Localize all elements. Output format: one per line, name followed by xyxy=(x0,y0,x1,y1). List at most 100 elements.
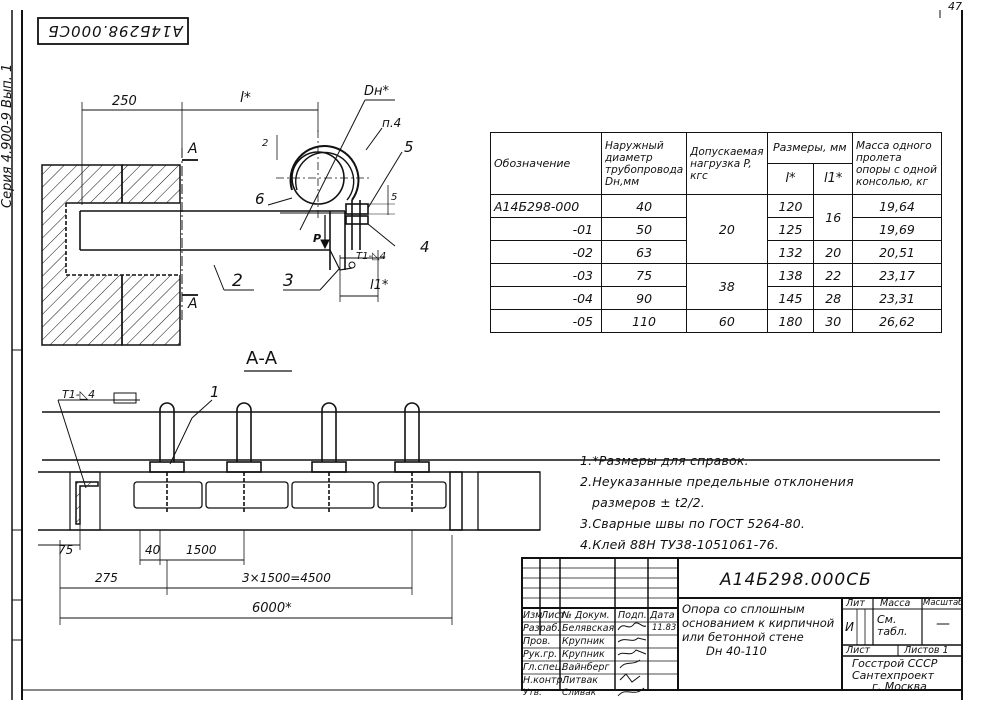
dim-l: l* xyxy=(240,90,251,106)
sheets-label: Листов 1 xyxy=(904,645,949,656)
main-view xyxy=(41,99,403,346)
role-rukgr: Рук.гр. xyxy=(523,649,558,660)
dim-275: 275 xyxy=(95,571,118,585)
name-line: основанием к кирпичной xyxy=(682,616,835,630)
scale-value: — xyxy=(936,616,950,632)
cell-l: 145 xyxy=(766,286,815,310)
weld-label-top: Т1-◺4 xyxy=(356,251,387,262)
cell-load: 20 xyxy=(686,194,768,264)
cell-mass: 26,62 xyxy=(852,309,942,333)
col-sign: Подп. xyxy=(618,610,647,621)
table-row: -05 110 60 180 30 26,62 xyxy=(490,309,942,333)
title-block-grid xyxy=(521,557,963,691)
section-mark-a-top: А xyxy=(188,141,198,157)
col-doc: № Докум. xyxy=(562,610,610,621)
cell-load: 38 xyxy=(686,263,768,310)
role-utv: Утв. xyxy=(523,688,542,698)
org-line: Сантехпроект xyxy=(852,668,935,682)
dim-l1: l1* xyxy=(370,278,389,293)
series-label: Серия 4.900-9 Вып. 1 xyxy=(0,63,15,208)
cell-designation: -04 xyxy=(490,286,602,310)
cell-mass: 23,17 xyxy=(852,263,942,287)
cell-designation: -05 xyxy=(490,309,602,333)
dim-6000: 6000* xyxy=(252,601,292,616)
header-designation: Обозначение xyxy=(490,132,602,195)
cell-l: 138 xyxy=(766,263,815,287)
section-title: А-А xyxy=(246,348,278,369)
cell-diameter: 50 xyxy=(600,217,688,241)
cell-diameter: 90 xyxy=(600,286,688,310)
cell-mass: 19,64 xyxy=(852,194,942,218)
cell-l1: 30 xyxy=(813,309,853,333)
header-sizes: Размеры, мм xyxy=(766,132,854,164)
name-line: Опора со сплошным xyxy=(682,602,805,616)
dim-5: 5 xyxy=(391,192,398,203)
cell-designation: А14Б298-000 xyxy=(490,194,602,218)
cell-l1: 20 xyxy=(813,240,853,264)
name-line: или бетонной стене xyxy=(682,630,804,644)
note-2-cont: размеров ± t2/2. xyxy=(592,495,705,510)
dim-2: 2 xyxy=(262,138,269,149)
table-row: -01 50 125 19,69 xyxy=(490,217,942,241)
date-razrab: 11.83 xyxy=(652,623,677,633)
name-nkontr: Литвак xyxy=(562,675,599,686)
callout-1: 1 xyxy=(210,383,220,401)
header-l: l* xyxy=(766,163,815,195)
scale-label: Масштаб xyxy=(923,598,964,608)
notes: 1.*Размеры для справок. 2.Неуказанные пр… xyxy=(580,450,854,555)
cell-designation: -03 xyxy=(490,263,602,287)
header-outer-diameter: Наружный диаметр трубопровода Dн,мм xyxy=(600,132,688,195)
cell-l: 180 xyxy=(766,309,815,333)
dim-dn: Dн* xyxy=(364,84,390,99)
cell-load: 60 xyxy=(686,309,768,333)
section-view xyxy=(38,370,940,625)
note-4: 4.Клей 88Н ТУ38-1051061-76. xyxy=(580,537,779,552)
header-l1: l1* xyxy=(813,163,853,195)
cell-mass: 20,51 xyxy=(852,240,942,264)
callout-3: 3 xyxy=(283,271,294,291)
cell-l: 132 xyxy=(766,240,815,264)
note-2: 2.Неуказанные предельные отклонения xyxy=(580,474,854,489)
dim-75: 75 xyxy=(58,543,74,557)
col-izm: Изм xyxy=(523,610,543,621)
cell-diameter: 75 xyxy=(600,263,688,287)
lit-value: И xyxy=(845,620,854,634)
header-mass: Масса одного пролета опоры с одной консо… xyxy=(852,132,942,195)
callout-6: 6 xyxy=(255,190,265,208)
name-line: Dн 40-110 xyxy=(706,644,767,658)
col-date: Дата xyxy=(650,610,675,621)
cell-diameter: 63 xyxy=(600,240,688,264)
note-3: 3.Сварные швы по ГОСТ 5264-80. xyxy=(580,516,806,531)
dim-3x1500: 3×1500=4500 xyxy=(242,571,331,585)
cell-l: 120 xyxy=(766,194,815,218)
doc-code-rotated: А14Б298.000СБ xyxy=(47,22,183,40)
dim-1500: 1500 xyxy=(186,543,217,557)
org-line: г. Москва xyxy=(872,680,927,693)
cell-l1: 28 xyxy=(813,286,853,310)
lit-label: Лит xyxy=(846,598,865,609)
cell-diameter: 40 xyxy=(600,194,688,218)
sheet-label: Лист xyxy=(846,645,871,656)
cell-mass: 23,31 xyxy=(852,286,942,310)
dim-40: 40 xyxy=(145,543,161,557)
name-prov: Крупник xyxy=(562,636,605,647)
header-load: Допускаемая нагрузка P, кгс xyxy=(686,132,768,195)
cell-diameter: 110 xyxy=(600,309,688,333)
dim-250: 250 xyxy=(112,94,137,109)
weld-label-section: Т1-◺4 xyxy=(62,388,96,401)
table-row: -04 90 145 28 23,31 xyxy=(490,286,942,310)
note-1: 1.*Размеры для справок. xyxy=(580,453,749,468)
name-utv: Сливак xyxy=(562,688,597,698)
name-rukgr: Крупник xyxy=(562,649,605,660)
title-block-code: А14Б298.000СБ xyxy=(720,570,872,590)
cell-designation: -02 xyxy=(490,240,602,264)
section-mark-a-bottom: А xyxy=(188,296,198,312)
callout-p4: п.4 xyxy=(382,116,402,130)
role-razrab: Разраб. xyxy=(523,623,561,634)
role-nkontr: Н.контр. xyxy=(523,675,566,686)
name-razrab: Белявская xyxy=(562,623,615,634)
mass-value: См. табл. xyxy=(877,613,908,638)
page-number: 47 xyxy=(948,0,962,13)
title-block-name: Опора со сплошным основанием к кирпичной… xyxy=(682,602,834,658)
